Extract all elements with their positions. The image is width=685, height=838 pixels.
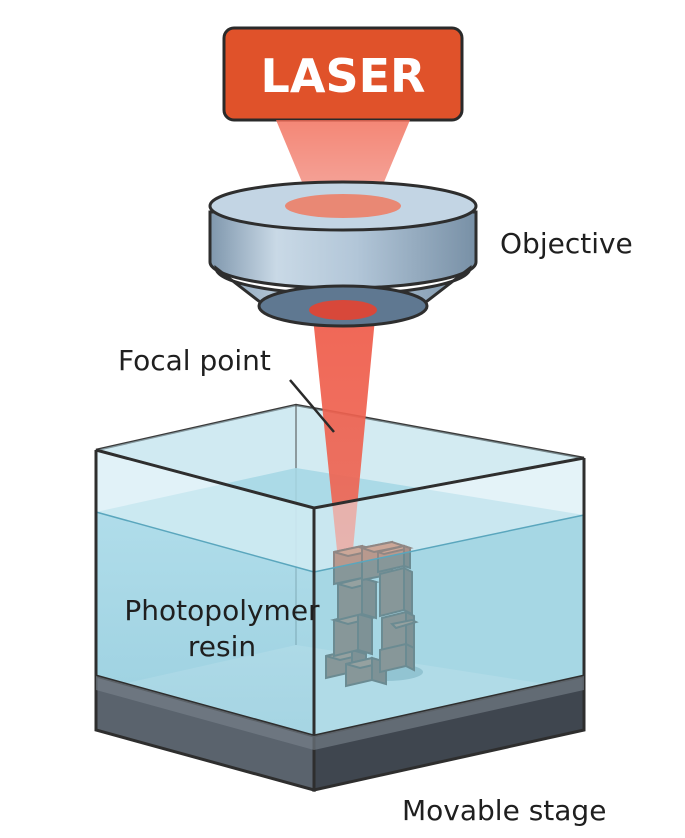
movable-stage [94,674,586,792]
movable-stage-label: Movable stage [402,794,606,827]
objective-lens [208,180,478,328]
laser-source: LASER [222,26,464,122]
resin-label-line1: Photopolymer [124,594,320,627]
resin-label-line2: resin [188,630,256,663]
objective-label: Objective [500,227,633,260]
laser-label: LASER [261,49,426,103]
focal-point-leader-line [289,379,335,433]
focal-point-label: Focal point [118,344,271,377]
